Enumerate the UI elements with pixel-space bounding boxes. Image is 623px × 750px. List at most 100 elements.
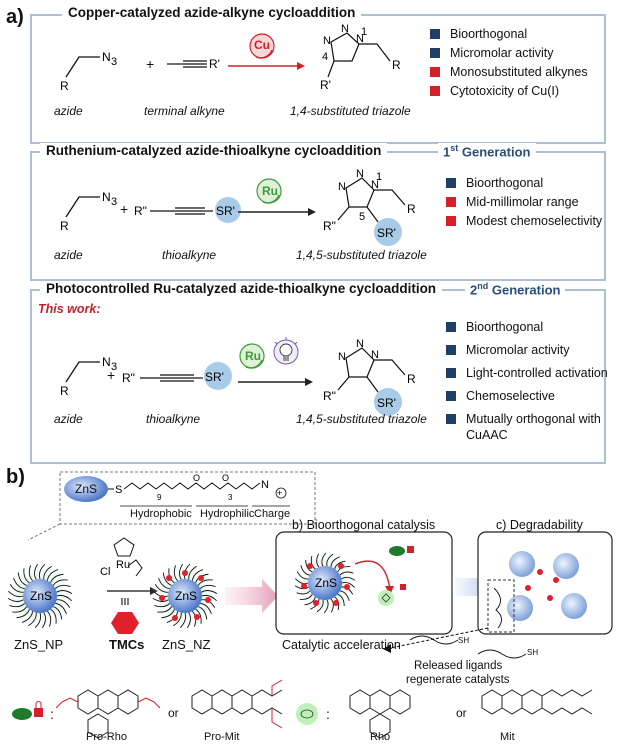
ligand-strand [38,564,46,580]
svg-text:N: N [356,168,364,180]
bullet-square-icon [446,178,456,188]
thioalkyne-label-2: thioalkyne [146,412,201,426]
ligand-strand [296,571,309,580]
ligand-strand [337,593,345,607]
svg-text:N: N [102,190,111,204]
zns-nz-label: ZnS_NZ [162,637,211,652]
ligand-strand [198,606,208,620]
thioalkyne-structure-1: R" SR' [134,197,241,223]
cuaac-bullets: Bioorthogonal Micromolar activity Monosu… [430,26,588,102]
sh-label-2: SH [527,648,539,657]
bullet-item: Light-controlled activation [446,365,608,388]
svg-text:R: R [60,384,69,398]
ligand-strand [154,603,170,608]
svg-text:N: N [102,355,111,369]
ligand-strand [200,584,216,589]
svg-text:1: 1 [376,171,382,183]
svg-text:R": R" [122,371,135,385]
ligand-strand [47,611,52,627]
regeneration-arrow [389,627,489,649]
thioalkyne-structure-2: R" SR' [122,362,232,390]
pro-mit-label: Pro-Mit [204,731,240,743]
bullet-item: Chemoselective [446,388,608,411]
panel-a-letter: a) [6,6,24,28]
bullet-square-icon [446,368,456,378]
pro-mit-structure [191,679,283,729]
rho-label: Rho [370,731,391,743]
cu-catalyst-label: Cu [254,38,270,52]
svg-text:R: R [60,79,69,93]
rutaac-bullets: Bioorthogonal Mid-millimolar range Modes… [446,175,602,232]
svg-text:ZnS: ZnS [75,482,97,496]
ligand-strand [195,608,202,624]
ligand-strand [295,578,309,585]
ligand-strand [28,565,33,581]
ligand-strand [173,565,178,581]
bullet-item: Micromolar activity [430,45,588,64]
released-ligands-label: Released ligands [414,660,503,672]
svg-text:N: N [261,479,269,491]
svg-text:Cl: Cl [100,566,110,578]
svg-text:ZnS: ZnS [175,589,197,603]
ligand-strand [158,577,170,590]
pink-flow-arrow [225,579,278,613]
svg-text:R": R" [323,389,336,403]
ligand-structure-inset: ZnS S 9 O O 3 N + [27,471,316,541]
ligand-strand [294,585,309,590]
ligand-strand [201,590,218,595]
colon-1: : [50,706,54,722]
svg-text:SR': SR' [377,396,396,410]
mit-label: Mit [500,731,515,743]
bullet-text: Mid-millimolar range [466,195,579,209]
pro-rho-label: Pro-Rho [86,731,127,743]
bullet-square-icon [430,67,440,77]
ligand-strand [161,609,175,619]
bullet-square-icon [446,414,456,424]
bullet-item: Bioorthogonal [446,319,608,342]
svg-text:Ru: Ru [116,559,130,571]
rutaac-plus: + [120,201,129,217]
ligand-strand [13,577,25,590]
product-label-3: 1,4,5-substituted triazole [296,412,427,426]
ligand-strand [56,599,71,608]
ligand-strand [188,565,197,580]
ligand-strand [23,568,30,584]
svg-text:R": R" [323,219,336,233]
zns-np-particle: ZnS [2,558,78,634]
photo-rutaac-title: Photocontrolled Ru-catalyzed azide-thioa… [40,281,443,296]
ligand-strand [296,590,311,595]
bullet-item: Mid-millimolar range [446,194,602,213]
ru-reaction-arrow-2 [238,343,313,386]
bullet-square-icon [446,391,456,401]
svg-text:9: 9 [157,493,162,502]
ligand-strand [16,609,30,619]
ligand-strand [50,608,57,624]
svg-text:N: N [371,179,379,191]
svg-text:N: N [371,349,379,361]
svg-text:+: + [277,488,282,498]
rutaac-title: Ruthenium-catalyzed azide-thioalkyne cyc… [40,143,388,158]
sh-label-1: SH [458,636,470,645]
svg-text:N: N [341,23,349,35]
ligand-strand [55,584,71,589]
ligand-strand [339,571,354,576]
rho-structure [349,689,411,739]
ligand-strand [334,560,346,570]
ligand-strand [186,612,191,629]
hydrophilic-label: Hydrophilic [200,508,255,520]
azide-label-2: azide [54,248,83,262]
ru-reaction-arrow-1 [238,178,316,216]
ligand-strand [52,579,68,586]
ligand-strand [7,597,24,602]
ligand-strand [339,590,350,601]
photo-rutaac-box [30,289,606,464]
ligand-strand [162,572,172,586]
svg-text:O: O [222,473,229,483]
panel-b-letter: b) [6,466,25,488]
svg-text:R': R' [320,78,331,92]
bullet-square-icon [446,197,456,207]
bullet-text-continuation: CuAAC [466,428,508,442]
